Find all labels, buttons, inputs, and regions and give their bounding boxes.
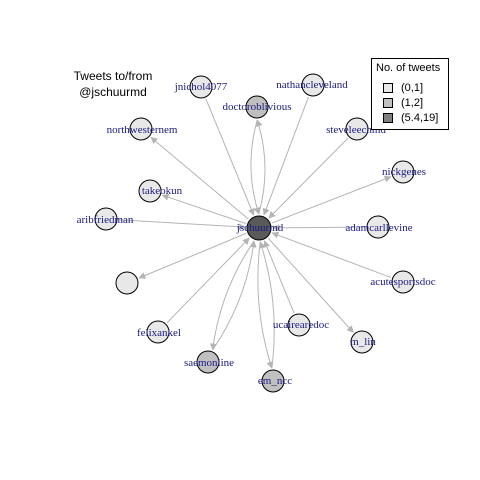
node-jschuurmd [246,215,272,241]
node-aribfriedman [94,207,118,231]
node-label-m_lin: m_lin [350,336,376,348]
edge-6 [271,175,392,224]
edge-11 [271,231,392,278]
legend-swatch-1 [383,98,393,109]
edge-5 [268,137,349,219]
edge-1 [205,98,255,216]
node-doctoroblivious [245,95,269,119]
edge-15-1 [209,240,255,351]
legend-swatch-2 [383,113,393,124]
node-steveleechmd [345,117,369,141]
node-nickgenes [391,160,415,184]
node-label-adamcarllevine: adamcarllevine [345,222,412,234]
node-label-jnichol4077: jnichol4077 [174,81,228,93]
node-label-em_ncc: em_ncc [258,375,292,387]
node-felixankel [146,320,170,344]
node-saemonline [196,350,220,374]
edge-14 [268,238,354,333]
edge-9 [272,224,366,232]
node-label-takeokun: takeokun [142,185,183,197]
node-takeokun [138,179,162,203]
edge-15-0 [212,240,257,351]
edge-layer [118,96,392,369]
node-acutesportsdoc [391,270,415,294]
node-jnichol4077 [189,75,213,99]
legend-title: No. of tweets [376,62,441,74]
node-unlabeled [115,271,139,295]
legend-item-1: (1,2] [383,97,423,111]
node-label-aribfriedman: aribfriedman [77,214,134,226]
node-nathancleveland [301,73,325,97]
node-label-felixankel: felixankel [137,327,181,339]
label-layer: jschuurmd jnichol4077 nathancleveland docto… [77,79,436,387]
node-label-doctoroblivious: doctoroblivious [222,101,291,113]
edge-7 [161,193,246,224]
node-label-northwesternem: northwesternem [107,124,178,136]
title-line-2: @jschuurmd [79,85,147,99]
legend-label-2: (5.4,19] [401,112,439,125]
node-label-ucairearedoc: ucairearedoc [273,319,329,331]
legend: No. of tweets (0,1] (1,2] (5.4,19] [371,58,449,130]
edge-13 [166,237,250,324]
edge-12 [263,240,295,314]
node-adamcarllevine [366,215,390,239]
node-label-jschuurmd: jschuurmd [236,222,284,234]
node-label-nathancleveland: nathancleveland [276,79,348,91]
edge-2 [262,96,309,216]
node-label-nickgenes: nickgenes [382,166,426,178]
edge-16-0 [258,241,275,369]
edge-4 [150,136,249,220]
edge-16-1 [257,241,274,369]
legend-item-0: (0,1] [383,82,423,96]
edge-10 [138,232,247,279]
legend-swatch-0 [383,83,393,94]
legend-item-2: (5.4,19] [383,112,438,126]
node-layer [94,73,415,393]
node-em_ncc [261,369,285,393]
edge-8 [118,219,246,231]
legend-label-1: (1,2] [401,97,424,110]
node-label-saemonline: saemonline [184,357,234,369]
node-label-acutesportsdoc: acutesportsdoc [370,276,435,288]
node-ucairearedoc [287,313,311,337]
title-line-1: Tweets to/from [73,69,153,83]
edge-3-0 [250,119,261,215]
node-m_lin [350,330,374,354]
legend-label-0: (0,1] [401,82,424,95]
edge-3-1 [255,119,266,215]
graph-title: Tweets to/from @jschuurmd [58,68,168,100]
node-northwesternem [129,117,153,141]
